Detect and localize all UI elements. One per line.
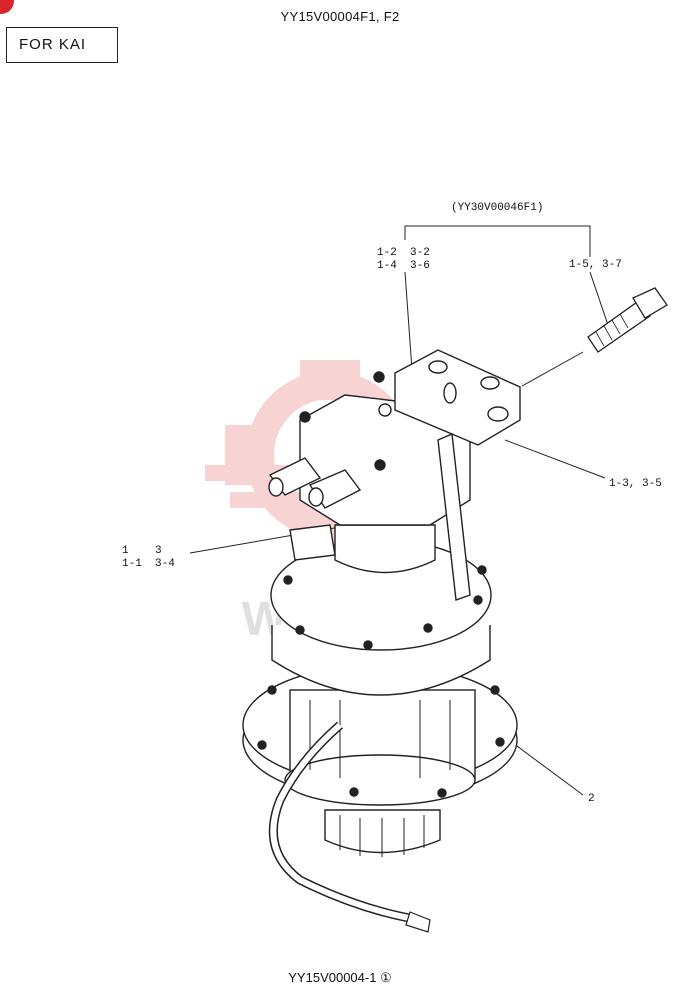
- bolt-part: [587, 287, 668, 353]
- callout-valve: 1-3, 3-5: [609, 478, 662, 490]
- callout-motor-line2: 1-1 3-4: [122, 558, 175, 570]
- callout-motor-line1: 1 3: [122, 545, 162, 557]
- reduction-gear-unit: [242, 539, 518, 857]
- drawing-code: YY15V00004-1 ①: [288, 970, 392, 985]
- callout-bolt: 1-5, 3-7: [569, 259, 622, 271]
- model-tag: FOR KAI: [6, 27, 118, 63]
- callout-group-a-line2: 1-4 3-6: [377, 260, 430, 272]
- callout-group-a-line1: 1-2 3-2: [377, 247, 430, 259]
- swing-motor: [268, 349, 521, 601]
- drain-hose: [268, 721, 431, 933]
- callout-subassembly: (YY30V00046F1): [451, 202, 544, 214]
- page-title: YY15V00004F1, F2: [280, 9, 400, 24]
- callout-reducer: 2: [588, 793, 595, 805]
